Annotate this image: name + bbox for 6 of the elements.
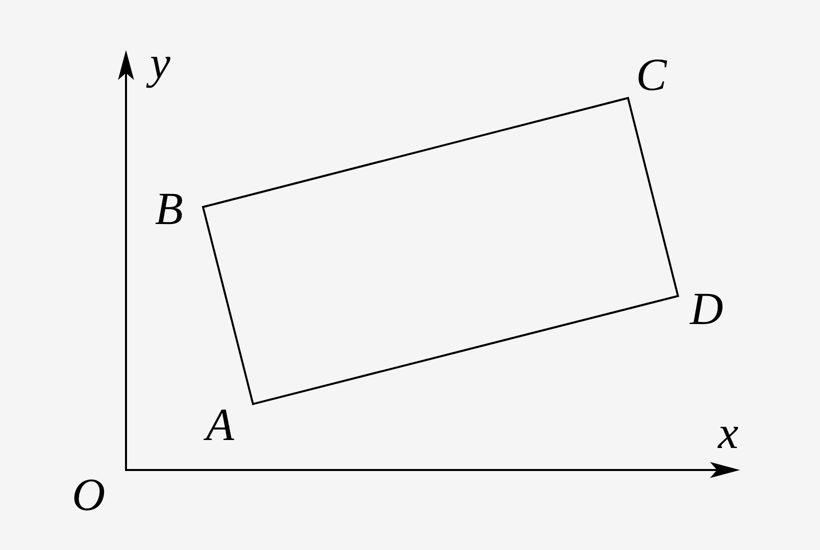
vertex-label: D bbox=[690, 286, 724, 332]
vertex-label: A bbox=[206, 402, 234, 448]
vertex-label: B bbox=[155, 186, 184, 232]
vertex-label: C bbox=[636, 52, 667, 98]
origin-label: O bbox=[72, 472, 106, 518]
axis-label: x bbox=[718, 410, 738, 456]
